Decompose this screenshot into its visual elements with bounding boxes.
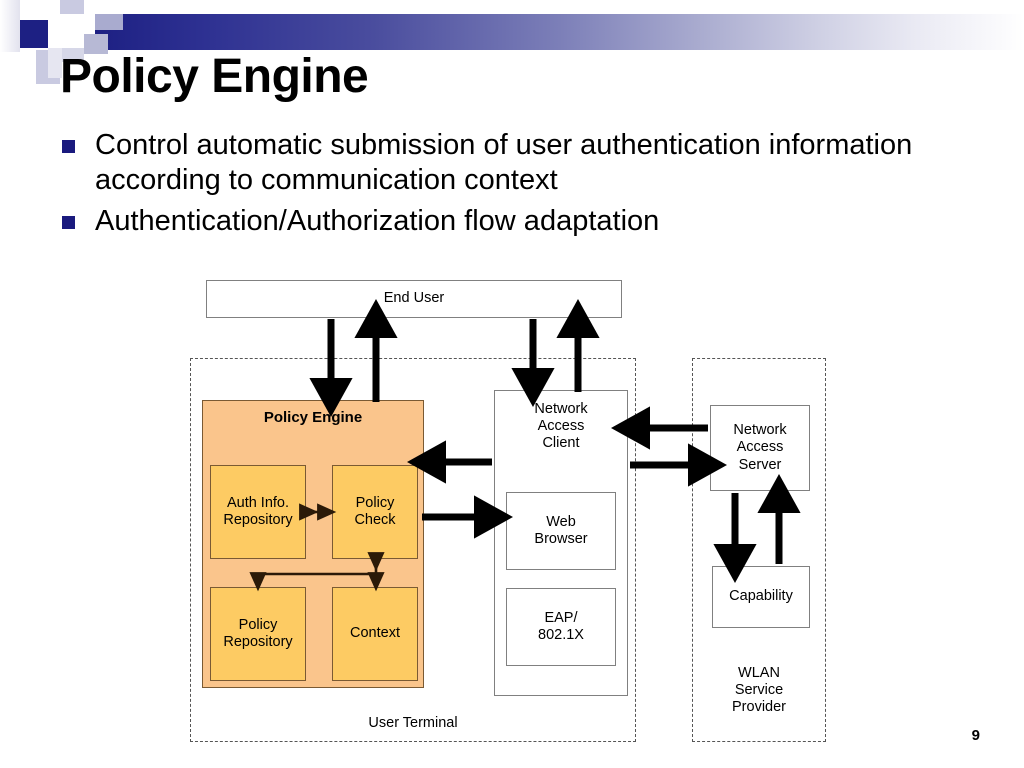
- node-policy-engine-label: Policy Engine: [263, 409, 363, 426]
- bullet-square-icon: [62, 140, 75, 153]
- node-policy-repository[interactable]: Policy Repository: [210, 587, 306, 681]
- node-eap-8021x[interactable]: EAP/ 802.1X: [506, 588, 616, 666]
- node-web-browser[interactable]: Web Browser: [506, 492, 616, 570]
- node-auth-info-repository[interactable]: Auth Info. Repository: [210, 465, 306, 559]
- deco-square-10: [48, 48, 62, 78]
- deco-square-1: [20, 20, 48, 48]
- node-end-user-label: End User: [383, 290, 445, 307]
- node-end-user[interactable]: End User: [206, 280, 622, 318]
- bullet-square-icon: [62, 215, 75, 229]
- zone-wlan-service-provider: [692, 358, 826, 742]
- zone-wlan-service-provider-label: WLAN Service Provider: [732, 665, 786, 716]
- node-network-access-server[interactable]: Network Access Server: [710, 405, 810, 491]
- zone-user-terminal-label: User Terminal: [368, 715, 458, 731]
- deco-square-5: [95, 14, 123, 30]
- page-title: Policy Engine: [60, 50, 369, 103]
- slide-decoration: [0, 0, 1024, 84]
- deco-square-6: [60, 48, 84, 62]
- zone-user-terminal: [190, 358, 636, 742]
- node-eap-8021x-label: EAP/ 802.1X: [538, 609, 584, 643]
- deco-square-7: [84, 34, 108, 54]
- node-network-access-server-label: Network Access Server: [733, 422, 787, 473]
- node-context-label: Context: [350, 625, 400, 642]
- page-number: 9: [971, 727, 980, 744]
- architecture-diagram: End User Policy Engine Auth Info. Reposi…: [0, 262, 1024, 762]
- bullet-item-1: Control automatic submission of user aut…: [62, 128, 992, 198]
- bullet-item-2: Authentication/Authorization flow adapta…: [62, 204, 992, 239]
- node-network-access-client-label: Network Access Client: [534, 401, 588, 452]
- node-capability-label: Capability: [729, 588, 793, 605]
- node-capability[interactable]: Capability: [712, 566, 810, 628]
- header-gradient-bar: [95, 14, 1024, 50]
- node-auth-info-repository-label: Auth Info. Repository: [223, 494, 293, 528]
- deco-square-3: [60, 0, 84, 14]
- node-web-browser-label: Web Browser: [534, 513, 588, 547]
- node-context[interactable]: Context: [332, 587, 418, 681]
- bullet-item-1-label: Control automatic submission of user aut…: [95, 129, 913, 196]
- node-policy-check[interactable]: Policy Check: [332, 465, 418, 559]
- node-policy-repository-label: Policy Repository: [223, 616, 293, 650]
- deco-square-9: [0, 0, 20, 52]
- node-policy-check-label: Policy Check: [354, 494, 396, 528]
- bullet-list: Control automatic submission of user aut…: [62, 128, 992, 244]
- bullet-item-2-label: Authentication/Authorization flow adapta…: [95, 204, 660, 237]
